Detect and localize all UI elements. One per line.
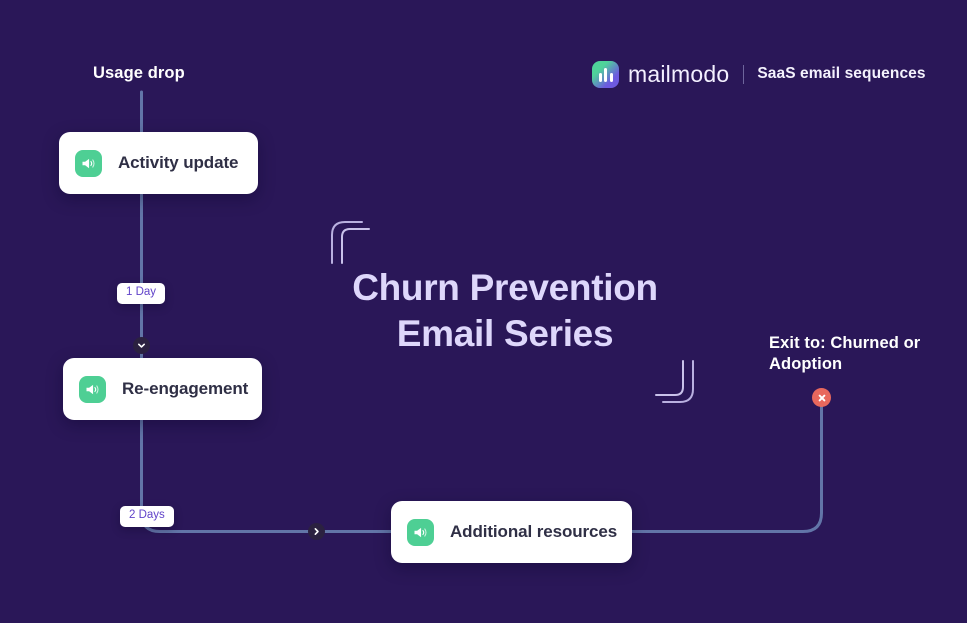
brand-tagline: SaaS email sequences xyxy=(757,65,926,82)
page-title-line1: Churn Prevention xyxy=(352,267,658,308)
megaphone-icon xyxy=(407,518,434,546)
brand-separator xyxy=(743,64,745,84)
megaphone-icon xyxy=(75,149,102,177)
brand-name: mailmodo xyxy=(628,60,730,87)
exit-label: Exit to: Churned or Adoption xyxy=(769,334,921,374)
megaphone-icon xyxy=(79,375,106,403)
page-title-line2: Email Series xyxy=(396,312,614,354)
chevron-down-icon[interactable] xyxy=(133,337,150,354)
close-x-icon[interactable] xyxy=(812,388,831,407)
flow-step-re-engagement[interactable]: Re-engagement xyxy=(63,358,262,420)
mailmodo-bars-icon xyxy=(592,60,619,88)
corner-bracket-bottom-right-icon xyxy=(648,360,696,411)
flow-step-label: Additional resources xyxy=(450,522,618,541)
trigger-label: Usage drop xyxy=(93,64,185,82)
corner-bracket-top-left-icon xyxy=(329,218,377,269)
page-title: Churn Prevention Email Series xyxy=(245,265,765,356)
flow-step-label: Activity update xyxy=(118,153,239,172)
delay-pill-2-days[interactable]: 2 Days xyxy=(120,506,174,527)
flow-step-activity-update[interactable]: Activity update xyxy=(59,132,258,194)
chevron-right-icon[interactable] xyxy=(308,523,325,540)
flow-step-additional-resources[interactable]: Additional resources xyxy=(391,501,632,563)
brand-header: mailmodo SaaS email sequences xyxy=(592,60,926,88)
flow-step-label: Re-engagement xyxy=(122,379,249,398)
delay-pill-1-day[interactable]: 1 Day xyxy=(117,283,166,304)
